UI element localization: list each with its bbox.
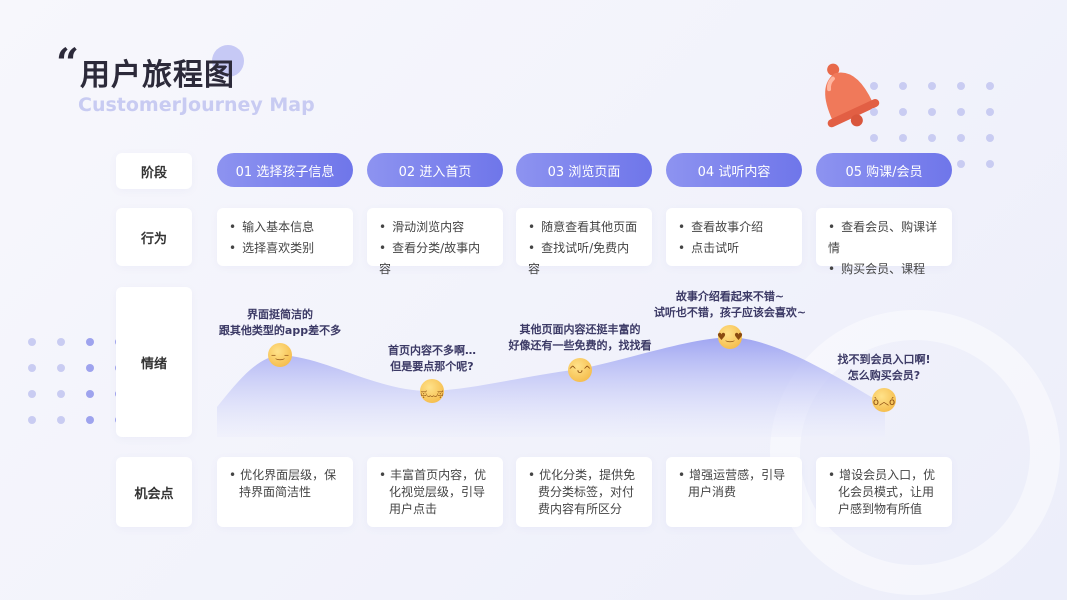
row-label-stage: 阶段: [116, 153, 192, 189]
dot: [928, 108, 936, 116]
behavior-card: 查看会员、购课详情购买会员、课程: [816, 208, 952, 276]
stage-pill-5[interactable]: 05 购课/会员: [816, 153, 952, 187]
decorative-circle: [212, 45, 244, 77]
opportunity-card: 优化界面层级，保持界面简洁性: [217, 457, 353, 527]
dot: [57, 390, 65, 398]
emotion-quote: 找不到会员入口啊! 怎么购买会员?: [837, 352, 930, 384]
behavior-card: 输入基本信息选择喜欢类别: [217, 208, 353, 266]
emotion-line: 但是要点那个呢?: [390, 360, 474, 373]
dot: [899, 134, 907, 142]
behavior-item: 滑动浏览内容: [379, 217, 491, 238]
emotion-line: 好像还有一些免费的，找找看: [508, 339, 652, 352]
behavior-item: 点击试听: [678, 238, 790, 259]
dot: [899, 108, 907, 116]
behavior-item: 查看分类/故事内容: [379, 238, 491, 280]
dot: [57, 338, 65, 346]
dot: [928, 82, 936, 90]
emotion-quote: 首页内容不多啊… 但是要点那个呢?: [388, 343, 476, 375]
page-title: 用户旅程图: [80, 58, 235, 93]
behavior-item: 查看会员、购课详情: [828, 217, 940, 259]
dot: [957, 134, 965, 142]
dot: [870, 134, 878, 142]
row-label-behavior: 行为: [116, 208, 192, 266]
sweat-face-icon: ಥ﹏ಥ: [420, 379, 444, 403]
emotion-quote: 故事介绍看起来不错~ 试听也不错，孩子应该会喜欢~: [654, 289, 806, 321]
dot: [928, 134, 936, 142]
emotion-curve: [217, 337, 885, 437]
stage-pill-1[interactable]: 01 选择孩子信息: [217, 153, 353, 187]
dot: [28, 416, 36, 424]
opportunity-card: 增强运营感，引导用户消费: [666, 457, 802, 527]
quote-mark: “: [56, 40, 80, 87]
emotion-line: 首页内容不多啊…: [388, 344, 476, 357]
dot: [957, 82, 965, 90]
bell-icon: [805, 55, 885, 135]
emotion-line: 怎么购买会员?: [847, 369, 921, 382]
emotion-quote: 其他页面内容还挺丰富的好像还有一些免费的，找找看: [509, 322, 652, 354]
dot: [28, 364, 36, 372]
opportunity-card: 优化分类，提供免费分类标签，对付费内容有所区分: [516, 457, 652, 527]
emotion-line: 其他页面内容还挺丰富的: [519, 323, 641, 336]
dot: [57, 364, 65, 372]
yum-face-icon: ^ᴗ^: [568, 358, 592, 382]
emotion-quote: 界面挺简洁的跟其他类型的app差不多: [219, 307, 341, 339]
behavior-item: 输入基本信息: [229, 217, 341, 238]
dot: [957, 108, 965, 116]
dot: [957, 160, 965, 168]
opportunity-card: 丰富首页内容，优化视觉层级，引导用户点击: [367, 457, 503, 527]
dot: [57, 416, 65, 424]
emotion-line: 故事介绍看起来不错~: [675, 290, 785, 303]
behavior-item: 随意查看其他页面: [528, 217, 640, 238]
dot: [86, 416, 94, 424]
dot: [86, 338, 94, 346]
emotion-line: 试听也不错，孩子应该会喜欢~: [653, 306, 807, 319]
behavior-item: 购买会员、课程: [828, 259, 940, 280]
dot: [986, 134, 994, 142]
heart-eyes-face-icon: ♥‿♥: [717, 325, 743, 349]
behavior-item: 查找试听/免费内容: [528, 238, 640, 280]
dot: [986, 82, 994, 90]
stage-pill-3[interactable]: 03 浏览页面: [516, 153, 652, 187]
dot: [28, 390, 36, 398]
dot: [986, 160, 994, 168]
dot: [86, 390, 94, 398]
dot: [986, 108, 994, 116]
dot: [899, 82, 907, 90]
behavior-card: 随意查看其他页面查找试听/免费内容: [516, 208, 652, 276]
behavior-item: 查看故事介绍: [678, 217, 790, 238]
dot: [86, 364, 94, 372]
row-label-opportunity: 机会点: [116, 457, 192, 527]
behavior-card: 查看故事介绍点击试听: [666, 208, 802, 266]
emotion-line: 跟其他类型的app差不多: [218, 324, 342, 337]
dot: [870, 82, 878, 90]
dot: [870, 108, 878, 116]
dot: [28, 338, 36, 346]
neutral-face-icon: –‿–: [268, 343, 292, 367]
behavior-item: 选择喜欢类别: [229, 238, 341, 259]
emotion-line: 找不到会员入口啊!: [837, 353, 931, 366]
opportunity-card: 增设会员入口，优化会员模式，让用户感到物有所值: [816, 457, 952, 527]
page-subtitle: CustomerJourney Map: [78, 94, 315, 116]
row-label-emotion: 情绪: [116, 287, 192, 437]
behavior-card: 滑动浏览内容查看分类/故事内容: [367, 208, 503, 276]
stage-pill-2[interactable]: 02 进入首页: [367, 153, 503, 187]
stage-pill-4[interactable]: 04 试听内容: [666, 153, 802, 187]
angry-face-icon: ò︿ó: [872, 388, 896, 412]
emotion-line: 界面挺简洁的: [246, 308, 313, 321]
